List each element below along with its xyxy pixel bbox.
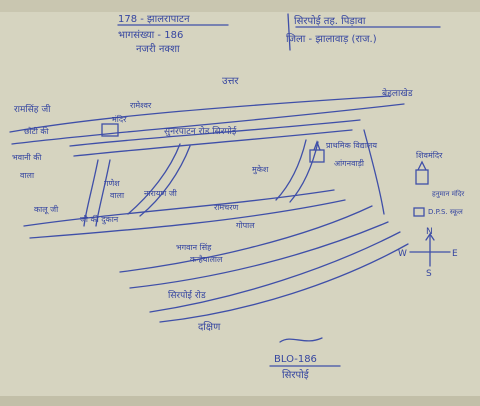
road-mid-1	[23, 189, 335, 227]
label-lower-6: कन्हैयालाल	[190, 254, 223, 264]
label-lower-1: कालू जी	[34, 204, 59, 215]
compass-n: N	[426, 227, 433, 237]
compass-north-arrow	[425, 232, 435, 241]
label-mid-left-1: गणेश	[104, 178, 120, 188]
compass-rose: N S E W	[398, 227, 458, 279]
dps-building	[413, 207, 425, 217]
label-left-3: भवानी की	[12, 152, 42, 162]
label-right-1: शिवमंदिर	[416, 150, 443, 160]
compass-s: S	[426, 269, 432, 279]
lane-right-2	[289, 141, 319, 203]
lane-center-2	[139, 145, 191, 217]
header-divider	[287, 13, 291, 51]
signature-mark	[279, 337, 323, 343]
lane-left-1	[83, 159, 99, 227]
header-line1: 178 - झालरापाटन	[118, 14, 190, 25]
lane-right-1	[275, 139, 307, 201]
blo-code: BLO-186	[274, 354, 317, 365]
lane-left-2	[95, 159, 111, 227]
label-road-upper: रामेश्वर	[130, 100, 152, 110]
label-lower-3: रामचरण	[214, 203, 238, 212]
label-masjid: आंगनवाड़ी	[334, 158, 365, 168]
label-right-2: हनुमान मंदिर	[432, 189, 464, 198]
road-low-1	[119, 205, 373, 273]
label-mid-2: जी की दुकान	[80, 214, 119, 225]
road-mid-2	[29, 199, 346, 239]
label-mid-1: नारायण जी	[144, 188, 178, 198]
label-temple: मंदिर	[112, 114, 127, 124]
header-district: जिला - झालावाड़ (राज.)	[286, 33, 377, 45]
road-main-2	[73, 129, 353, 157]
lane-far-right	[363, 129, 385, 215]
south-label: दक्षिण	[198, 321, 221, 333]
header-line3: नजरी नक्शा	[136, 43, 180, 55]
label-left-1: रामसिंह जी	[14, 103, 51, 115]
blo-name: सिरपोई	[282, 369, 310, 381]
label-left-2: छोटी की	[24, 126, 49, 136]
road-top-2	[11, 103, 405, 145]
north-label: उत्तर	[222, 76, 239, 87]
label-left-4: वाला	[20, 171, 35, 180]
label-lower-4: भगवान सिंह	[176, 242, 212, 252]
header-line2: भागसंख्या - 186	[118, 29, 183, 41]
compass-w: W	[398, 249, 407, 259]
label-right-3: D.P.S. स्कूल	[428, 208, 463, 216]
road-bottom-1	[149, 231, 401, 313]
temple-building	[101, 123, 119, 137]
label-lower-5: गोपाल	[236, 220, 255, 230]
road-bottom-2	[159, 243, 409, 323]
label-lower-7: सिरपोई रोड	[168, 289, 206, 301]
label-road-main: सुनरपाटन रोड सिरपोई	[164, 125, 237, 137]
shiv-temple-building	[415, 169, 429, 185]
road-top-right-label: बेहलाखेड	[382, 87, 413, 99]
header-place: सिरपोई तह. पिड़ावा	[294, 15, 366, 27]
compass-e: E	[452, 249, 458, 259]
paper-bottom-edge	[0, 396, 480, 406]
label-school: प्राथमिक विद्यालय	[326, 140, 377, 150]
temple-roof	[417, 160, 427, 171]
lane-center-1	[127, 143, 181, 215]
road-main-1	[69, 119, 361, 147]
school-flag-roof	[313, 140, 321, 151]
road-top-1	[9, 95, 391, 133]
label-mid-left-2: वाला	[110, 191, 125, 200]
label-lower-2: मुकेश	[252, 164, 269, 175]
road-low-2	[129, 221, 389, 289]
school-building	[309, 149, 325, 163]
paper-top-edge	[0, 0, 480, 12]
